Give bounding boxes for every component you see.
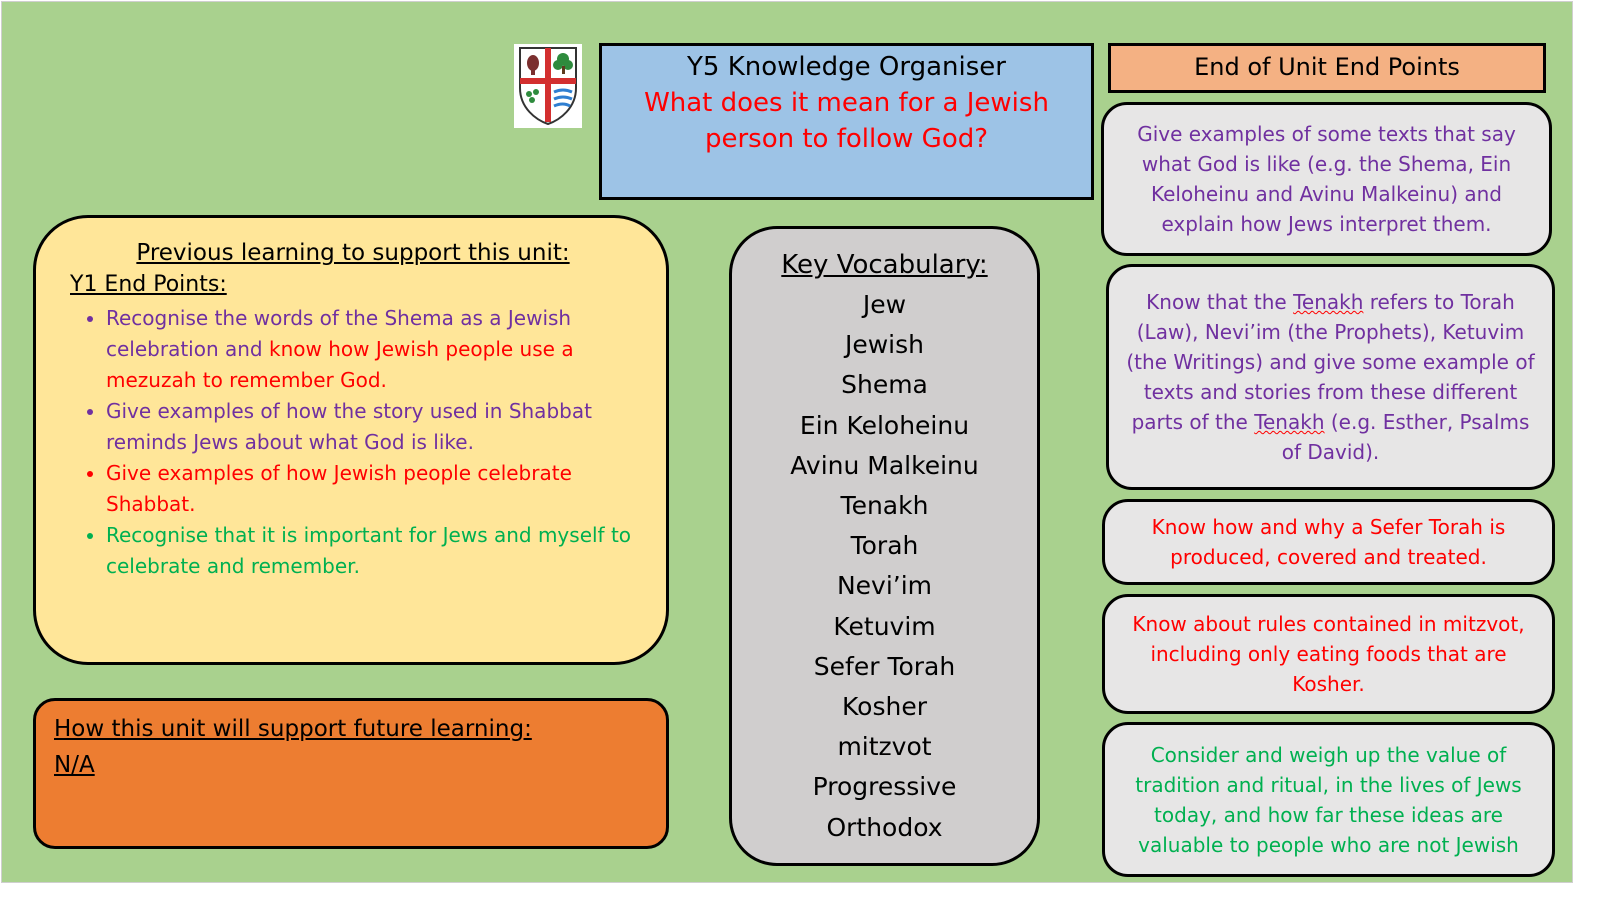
- page-title: Y5 Knowledge Organiser: [687, 52, 1006, 82]
- vocab-term: Tenakh: [840, 491, 929, 521]
- vocab-term: Shema: [841, 370, 928, 400]
- end-point-text: Consider and weigh up the value of tradi…: [1135, 742, 1522, 857]
- list-item: Give examples of how the story used in S…: [106, 396, 636, 458]
- end-point-text: Know about rules contained in mitzvot, i…: [1132, 612, 1525, 696]
- vocab-term: Avinu Malkeinu: [790, 450, 979, 480]
- future-learning-heading: How this unit will support future learni…: [54, 716, 532, 742]
- vocab-term: Jew: [862, 290, 907, 319]
- vocab-term: mitzvot: [837, 732, 932, 762]
- y1-end-points-heading: Y1 End Points:: [70, 272, 227, 297]
- end-point-text: Know that the Tenakh refers to Torah (La…: [1126, 290, 1535, 464]
- vocab-term: Torah: [850, 531, 919, 561]
- end-point-text: Give examples of some texts that say wha…: [1137, 122, 1516, 236]
- end-point-sefer-torah: Know how and why a Sefer Torah is produc…: [1102, 499, 1555, 585]
- vocab-term: Sefer Torah: [813, 651, 956, 681]
- future-learning-box: How this unit will support future learni…: [33, 698, 669, 849]
- spellcheck-word: Tenakh: [1293, 290, 1364, 314]
- vocab-term: Progressive: [812, 772, 957, 802]
- school-crest-icon: [514, 44, 582, 128]
- vocab-term: Nevi’im: [836, 571, 933, 601]
- list-item: Give examples of how Jewish people celeb…: [106, 458, 636, 520]
- previous-learning-heading: Previous learning to support this unit:: [136, 240, 570, 266]
- title-box: Y5 Knowledge Organiser What does it mean…: [599, 43, 1094, 200]
- end-point-tradition: Consider and weigh up the value of tradi…: [1102, 722, 1555, 877]
- vocab-term: Orthodox: [826, 812, 943, 842]
- previous-learning-list: Recognise the words of the Shema as a Je…: [70, 303, 636, 582]
- vocab-term: Ketuvim: [833, 611, 936, 641]
- vocab-term: Jewish: [844, 330, 925, 360]
- vocabulary-list: Jew Jewish Shema Ein Keloheinu Avinu Mal…: [732, 285, 1037, 848]
- vocab-term: Ein Keloheinu: [799, 410, 970, 440]
- end-points-heading: End of Unit End Points: [1108, 43, 1546, 93]
- key-vocabulary-box: Key Vocabulary: Jew Jewish Shema Ein Kel…: [729, 226, 1040, 866]
- unit-question: What does it mean for a Jewish person to…: [644, 88, 1049, 154]
- end-point-mitzvot: Know about rules contained in mitzvot, i…: [1102, 594, 1555, 714]
- previous-learning-box: Previous learning to support this unit: …: [33, 215, 669, 665]
- key-vocabulary-heading: Key Vocabulary:: [781, 250, 988, 280]
- spellcheck-word: Tenakh: [1254, 410, 1325, 434]
- list-item: Recognise that it is important for Jews …: [106, 520, 636, 582]
- knowledge-organiser-slide: Y5 Knowledge Organiser What does it mean…: [1, 1, 1573, 883]
- future-learning-value: N/A: [54, 752, 95, 778]
- vocab-term: Kosher: [842, 692, 927, 722]
- end-point-tenakh: Know that the Tenakh refers to Torah (La…: [1106, 264, 1555, 490]
- end-point-texts: Give examples of some texts that say wha…: [1101, 102, 1552, 256]
- list-item: Recognise the words of the Shema as a Je…: [106, 303, 636, 396]
- end-point-text: Know how and why a Sefer Torah is produc…: [1151, 515, 1506, 569]
